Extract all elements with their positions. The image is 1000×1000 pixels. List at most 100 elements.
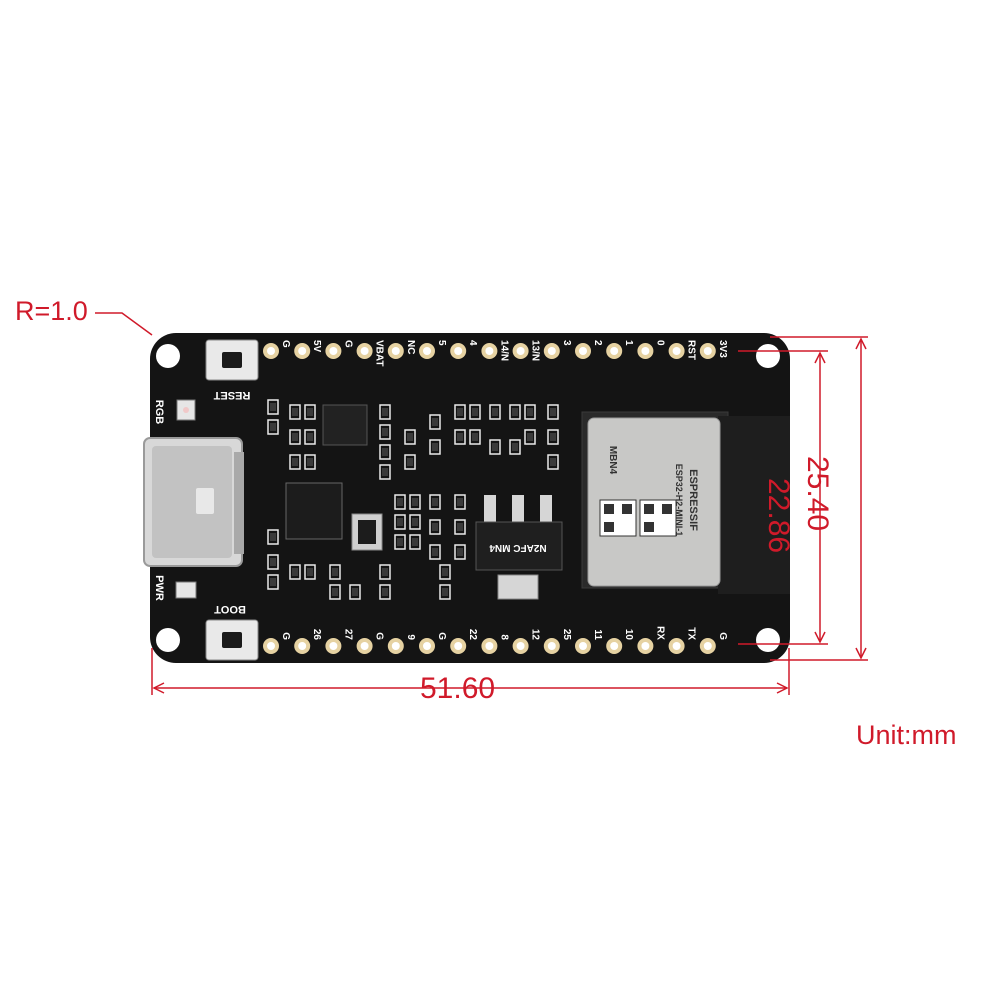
smd-footprint [289,404,301,420]
smd-part [442,588,448,596]
smd-footprint [429,414,441,430]
pin-label: 1 [623,340,634,346]
pin-hole [703,347,712,355]
smd-part [270,403,276,411]
pin-hole [579,347,587,355]
smd-footprint [454,429,466,445]
smd-footprint [429,439,441,455]
smd-part [270,423,276,431]
smd-footprint [289,564,301,580]
pin-label: G [280,340,291,348]
smd-part [527,433,533,441]
smd-part [292,568,298,576]
pin-label: 27 [342,629,353,641]
pin-hole [610,642,619,650]
pin-label: 10 [623,629,634,641]
bottom-pin-header [263,638,716,654]
smd-footprint [267,574,279,590]
smd-part [397,498,403,506]
smd-part [442,568,448,576]
pin-hole [267,642,275,650]
smd-part [512,443,518,451]
smd-footprint [329,584,341,600]
pin-label: G [374,632,385,640]
smd-part [407,458,413,466]
radius-label: R=1.0 [15,296,88,326]
boot-label: BOOT [214,603,246,615]
smd-footprint [394,494,406,510]
module-model: ESP32-H2-MINI-1 [674,464,684,537]
smd-part [550,433,556,441]
smd-part [527,408,533,416]
smd-part [550,408,556,416]
pin-label: 4 [467,340,478,346]
width-label: 51.60 [420,672,496,705]
pin-label: G [717,632,728,640]
ic-chip [322,404,368,446]
pin-label: RST [686,340,697,360]
pin-hole [329,642,338,650]
radius-leader [95,312,153,336]
mounting-hole [156,344,180,368]
pin-label: 2 [592,340,603,346]
smd-footprint [454,494,466,510]
smd-part [457,408,463,416]
pin-hole [298,642,307,650]
pin-hole [298,347,307,355]
pin-hole [641,347,650,355]
pin-label: RX [654,626,665,640]
pin-hole [516,347,525,355]
smd-footprint [409,494,421,510]
pin-hole [672,347,681,355]
pin-label: G [280,632,291,640]
mounting-hole [756,628,780,652]
smd-footprint [379,564,391,580]
pin-label: G [436,632,447,640]
pin-label: NC [405,340,416,354]
boot-button [205,619,259,661]
smd-footprint [429,494,441,510]
pin-hole [391,642,400,650]
pin-label: 5V [311,340,322,353]
smd-part [292,458,298,466]
smd-part [382,588,388,596]
pin-hole [391,347,400,355]
smd-footprint [304,404,316,420]
pin-hole [516,642,525,650]
smd-part [457,498,463,506]
pin-hole [423,347,431,355]
smd-part [397,518,403,526]
mounting-hole [156,628,180,652]
pin-hole [641,642,650,650]
smd-footprint [429,544,441,560]
pin-label: G [342,340,353,348]
smd-part [307,568,313,576]
smd-part [412,518,418,526]
smd-footprint [547,429,559,445]
smd-footprint [469,429,481,445]
smd-footprint [379,404,391,420]
smd-footprint [404,429,416,445]
smd-footprint [379,464,391,480]
smd-footprint [439,564,451,580]
smd-footprint [267,554,279,570]
pin-label: 11 [592,629,603,640]
pin-hole [360,347,369,355]
smd-footprint [489,404,501,420]
smd-footprint [439,584,451,600]
smd-part [432,523,438,531]
smd-part [412,498,418,506]
pin-hole [672,642,681,650]
smd-footprint [289,429,301,445]
esp32-module [581,411,790,594]
usb-c-connector [143,437,244,567]
smd-footprint [509,404,521,420]
crystal [351,513,383,551]
pwr-label: PWR [153,575,165,601]
pin-label: 26 [311,629,322,641]
reset-label: RESET [213,389,250,401]
reset-button [205,339,259,381]
pin-label: 3V3 [717,340,728,358]
unit-label: Unit:mm [856,720,957,750]
smd-footprint [524,404,536,420]
